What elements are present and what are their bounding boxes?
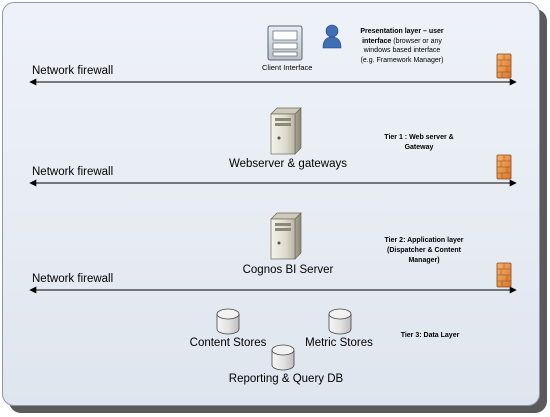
firewall-label-1: Network firewall <box>32 65 114 77</box>
content-store-db-icon <box>216 308 240 335</box>
presentation-note-line2: interface (browser or any <box>346 37 458 47</box>
tier1-note-line1: Tier 1 : Web server & <box>384 134 454 141</box>
reporting-query-db-label: Reporting & Query DB <box>228 373 344 385</box>
firewall-label-2: Network firewall <box>32 166 114 178</box>
client-interface-icon <box>267 25 303 61</box>
presentation-layer-note: Presentation layer – user interface (bro… <box>346 27 458 65</box>
firewall-icon <box>496 154 512 180</box>
tier3-note-line1: Tier 3: Data Layer <box>400 332 460 339</box>
tier2-note-line1: Tier 2: Application layer <box>384 237 464 244</box>
webserver-label: Webserver & gateways <box>228 158 348 170</box>
cognos-server-icon <box>270 212 302 260</box>
tier2-note-line2: (Dispatcher & Content <box>387 247 461 254</box>
tier3-note: Tier 3: Data Layer <box>393 331 467 341</box>
tier1-note: Tier 1 : Web server & Gateway <box>371 133 467 153</box>
firewall-icon <box>496 53 512 79</box>
tier2-note: Tier 2: Application layer (Dispatcher & … <box>372 236 476 266</box>
diagram-panel <box>2 2 540 406</box>
presentation-note-line2-rest: (browser or any <box>391 37 442 45</box>
presentation-note-line2-bold: interface <box>362 37 392 45</box>
webserver-icon <box>270 107 302 155</box>
user-icon <box>322 24 342 49</box>
presentation-note-line3: windows based interface <box>363 47 441 54</box>
client-interface-label: Client Interface <box>262 63 313 72</box>
metric-stores-label: Metric Stores <box>305 337 373 349</box>
presentation-note-line4: (e.g. Framework Manager) <box>360 56 444 64</box>
firewall-icon <box>496 262 512 288</box>
tier2-note-line3: Manager) <box>408 257 440 264</box>
metric-store-db-icon <box>328 308 352 335</box>
tier1-note-line2: Gateway <box>404 144 434 151</box>
presentation-note-line1: Presentation layer – user <box>360 28 444 35</box>
reporting-query-db-icon <box>271 344 295 371</box>
cognos-server-label: Cognos BI Server <box>242 264 334 276</box>
content-stores-label: Content Stores <box>189 337 267 349</box>
firewall-label-3: Network firewall <box>32 273 114 285</box>
